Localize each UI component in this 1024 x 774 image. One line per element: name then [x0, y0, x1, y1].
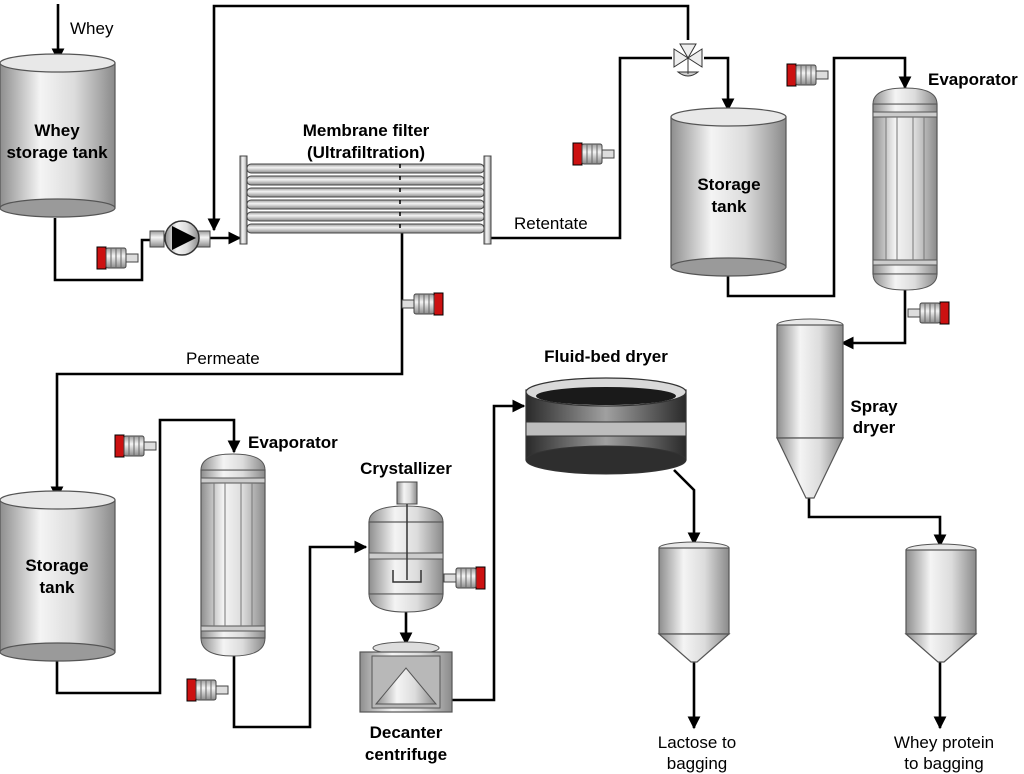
- storage-to-evaporator-pipe: [726, 56, 912, 298]
- whey-protein-output-label-line1: Whey protein: [894, 733, 994, 752]
- permeate-motor-icon: [401, 292, 444, 316]
- membrane-filter-label-line1: Membrane filter: [303, 121, 430, 140]
- storage-tank-top-label-line1: Storage: [697, 175, 760, 194]
- retentate-pipe: [490, 56, 672, 240]
- dryer-to-lactose-pipe: [673, 469, 701, 546]
- membrane-filter: [239, 155, 492, 245]
- spray-to-whey-protein-pipe: [807, 498, 947, 548]
- storage-to-evaporator-bottom-pipe: [55, 418, 241, 695]
- storage-motor-icon: [786, 63, 829, 87]
- storage-tank-bottom-label-line1: Storage: [25, 556, 88, 575]
- crystallizer: [368, 481, 444, 613]
- fluid-bed-dryer: [525, 377, 687, 475]
- evaporator-top-motor-icon: [907, 301, 950, 325]
- evaporator-bottom: [200, 453, 266, 657]
- evaporator-to-crystallizer-pipe: [232, 540, 368, 729]
- tank-to-pump-pipe: [53, 218, 156, 282]
- membrane-filter-label-line2: (Ultrafiltration): [307, 143, 425, 162]
- storage-tank-top: [670, 107, 787, 277]
- storage-tank-bottom-label-line2: tank: [40, 578, 76, 597]
- decanter-label-line1: Decanter: [370, 723, 443, 742]
- spray-dryer-label-line1: Spray: [850, 397, 898, 416]
- decanter-to-dryer-pipe: [452, 399, 526, 702]
- lactose-output-label-line2: bagging: [667, 754, 728, 773]
- three-way-valve: [673, 43, 703, 77]
- lactose-output-label-line1: Lactose to: [658, 733, 736, 752]
- evaporator-top-label: Evaporator: [928, 70, 1018, 89]
- whey-storage-tank: [0, 53, 116, 218]
- storage-bottom-motor-icon: [114, 434, 157, 458]
- evaporator-to-spray-pipe: [840, 284, 907, 350]
- decanter-centrifuge: [359, 641, 453, 713]
- evaporator-bottom-label: Evaporator: [248, 433, 338, 452]
- retentate-label: Retentate: [514, 214, 588, 233]
- crystallizer-label: Crystallizer: [360, 459, 452, 478]
- whey-storage-tank-label-line1: Whey: [34, 121, 80, 140]
- fluid-bed-dryer-label: Fluid-bed dryer: [544, 347, 668, 366]
- lactose-tank: [657, 541, 731, 663]
- evaporator-top: [872, 87, 938, 291]
- spray-dryer-label-line2: dryer: [853, 418, 896, 437]
- crystallizer-motor-icon: [443, 566, 486, 590]
- feed-pump: [149, 220, 211, 256]
- storage-tank-top-label-line2: tank: [712, 197, 748, 216]
- recirculation-pipe: [207, 4, 690, 232]
- retentate-motor-icon: [572, 142, 615, 166]
- whey-storage-tank-label-line2: storage tank: [6, 143, 108, 162]
- storage-tank-bottom: [0, 490, 116, 662]
- whey-protein-tank: [904, 543, 978, 663]
- permeate-label: Permeate: [186, 349, 260, 368]
- pump-motor-icon: [96, 246, 139, 270]
- whey-inlet-label: Whey: [70, 19, 114, 38]
- spray-dryer: [776, 318, 844, 499]
- valve-to-storage-pipe: [704, 56, 735, 112]
- decanter-label-line2: centrifuge: [365, 745, 447, 764]
- whey-protein-output-label-line2: to bagging: [904, 754, 983, 773]
- evaporator-bottom-motor-icon: [186, 678, 229, 702]
